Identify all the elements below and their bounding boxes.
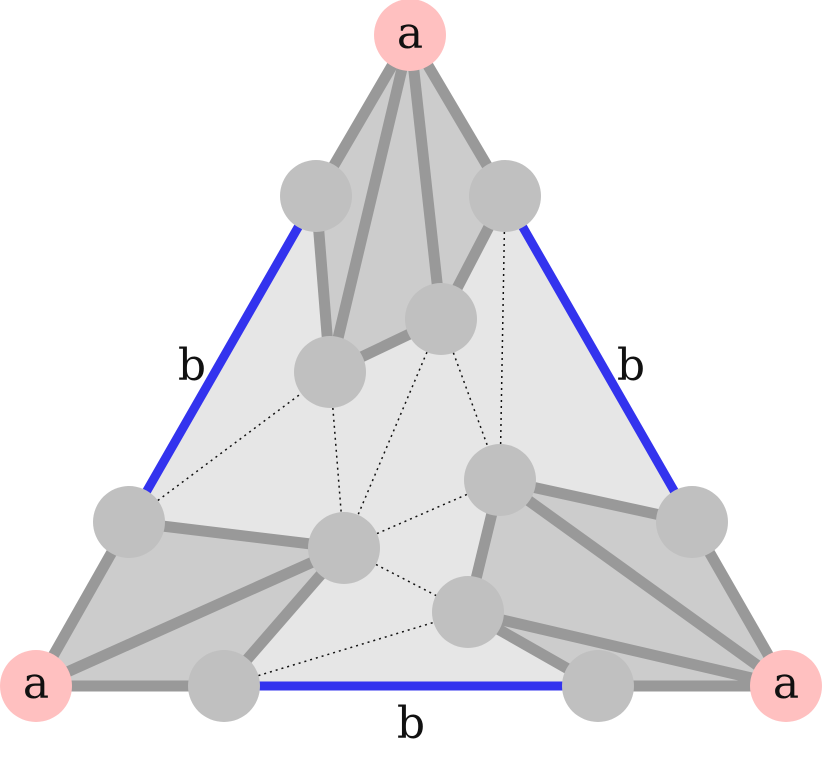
terminal-vertex-bottom-left xyxy=(0,650,72,722)
edge-bl-to-center xyxy=(33,542,347,692)
corner-label-bottom-right: a xyxy=(773,658,799,709)
vertex-left-inner xyxy=(294,336,366,408)
terminal-vertex-bottom-right xyxy=(750,650,822,722)
blue-edges xyxy=(125,193,696,691)
vertex-center-upper xyxy=(405,283,477,355)
vertex-left-mid xyxy=(93,486,165,558)
dotted-edges xyxy=(128,195,506,687)
blue-edge-right-side xyxy=(501,193,696,525)
vertex-bottom-right xyxy=(562,650,634,722)
vertex-left-upper xyxy=(280,160,352,232)
terminal-vertices xyxy=(0,0,822,722)
corner-label-top: a xyxy=(397,8,423,59)
bottom-left-region xyxy=(36,522,344,686)
side-label-left: b xyxy=(178,340,206,391)
dotted-edge-8 xyxy=(223,611,469,687)
vertex-right-mid xyxy=(656,486,728,558)
side-label-bottom: b xyxy=(397,698,425,749)
dotted-edge-6 xyxy=(343,479,501,549)
blue-edge-left-side xyxy=(125,193,320,525)
edge-left-mid-to-center xyxy=(128,516,345,554)
vertex-lower-center xyxy=(432,576,504,648)
vertex-bottom-left xyxy=(188,650,260,722)
vertex-right-upper xyxy=(469,160,541,232)
side-label-right: b xyxy=(617,340,645,391)
edge-top-to-left-inner xyxy=(324,33,416,374)
corner-label-bottom-left: a xyxy=(23,658,49,709)
labels: a a a b b b xyxy=(23,8,799,749)
gray-vertices xyxy=(93,160,728,722)
vertex-right-inner xyxy=(464,444,536,516)
edge-lower-center-to-br xyxy=(466,606,788,692)
edge-top-to-center-upper xyxy=(404,34,447,320)
terminal-vertex-top xyxy=(374,0,446,71)
vertex-center xyxy=(308,512,380,584)
dotted-edge-4 xyxy=(440,318,501,481)
edge-right-inner-to-br xyxy=(496,475,790,691)
